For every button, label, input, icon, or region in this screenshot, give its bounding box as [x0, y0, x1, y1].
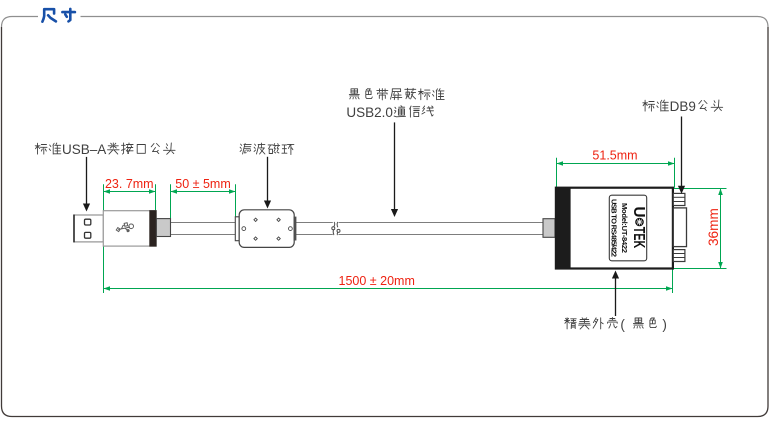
svg-text:23. 7mm: 23. 7mm — [105, 177, 154, 191]
svg-text:Model:UT-8422: Model:UT-8422 — [620, 203, 629, 253]
svg-text:): ) — [662, 317, 667, 332]
svg-text:36mm: 36mm — [706, 208, 721, 246]
svg-text:(: ( — [620, 317, 625, 332]
svg-text:U: U — [630, 207, 647, 218]
svg-text:USB2.0: USB2.0 — [346, 105, 393, 120]
svg-text:1500 ± 20mm: 1500 ± 20mm — [339, 274, 415, 288]
svg-text:TEK: TEK — [630, 227, 647, 249]
svg-text:51.5mm: 51.5mm — [592, 149, 637, 163]
svg-text:USB TO RS485/422: USB TO RS485/422 — [609, 199, 618, 257]
svg-text:USB–A: USB–A — [62, 142, 106, 157]
svg-text:DB9: DB9 — [670, 99, 696, 114]
svg-text:50 ± 5mm: 50 ± 5mm — [175, 177, 231, 191]
